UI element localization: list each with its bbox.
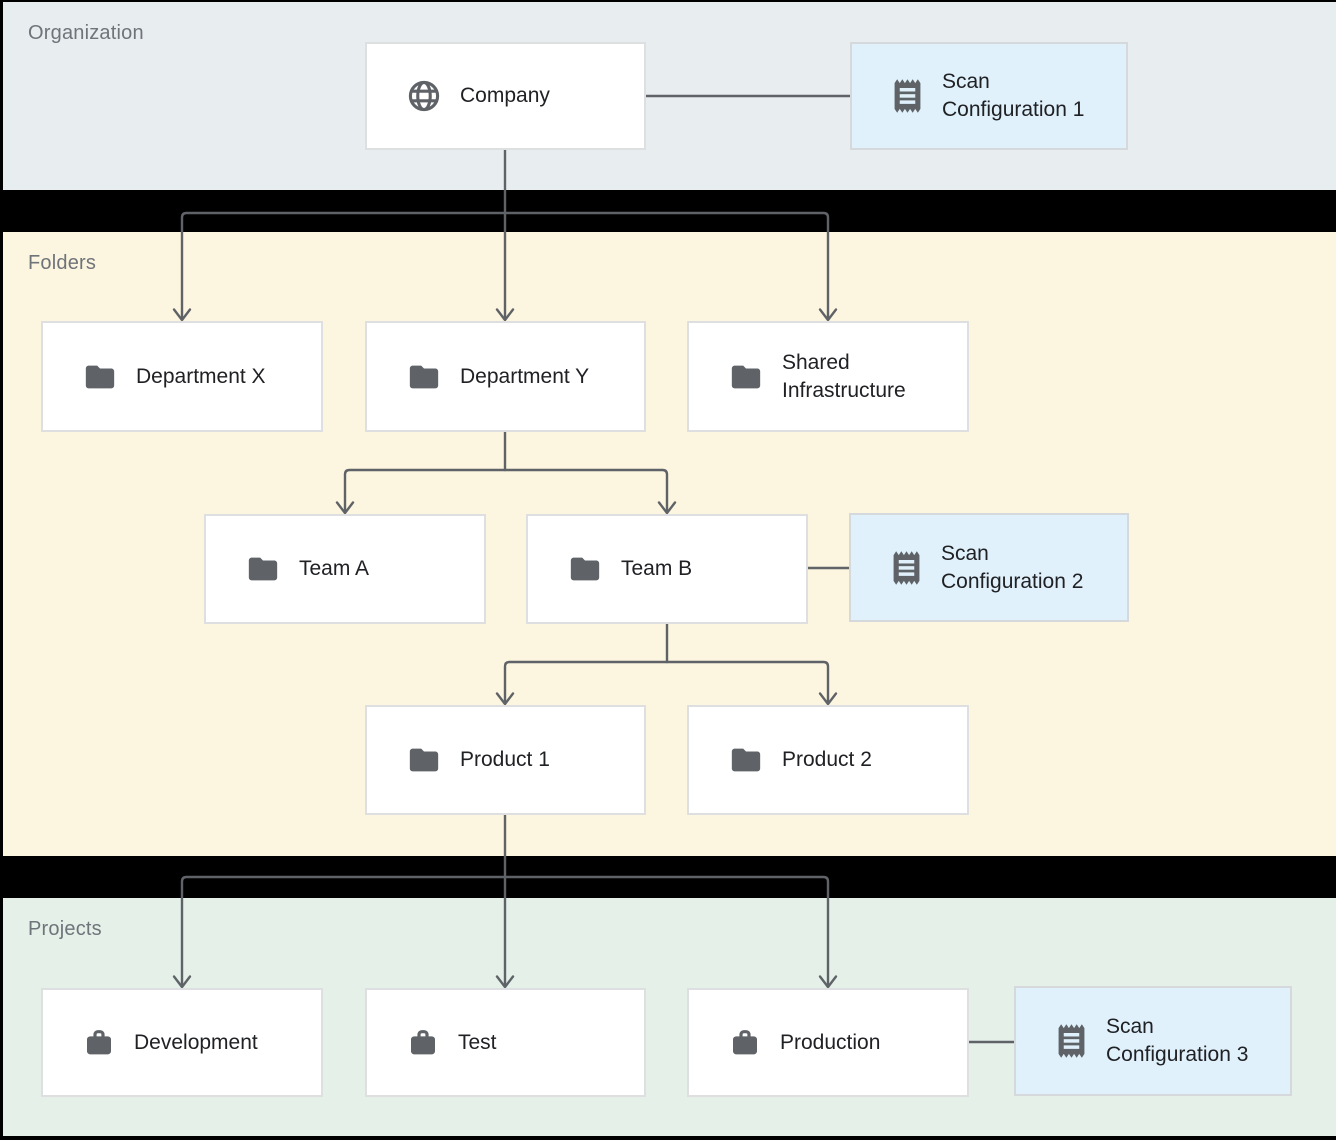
node-product-1: Product 1 bbox=[365, 705, 646, 815]
node-label: Department X bbox=[136, 364, 266, 388]
node-department-y: Department Y bbox=[365, 321, 646, 432]
node-label: Product 2 bbox=[782, 748, 872, 772]
node-scan-configuration-2: Scan Configuration 2 bbox=[849, 513, 1129, 622]
node-test: Test bbox=[365, 988, 646, 1097]
band-organization: Organization bbox=[3, 2, 1336, 190]
node-development: Development bbox=[41, 988, 323, 1097]
node-production: Production bbox=[687, 988, 969, 1097]
node-label: Test bbox=[458, 1030, 497, 1054]
globe-icon bbox=[408, 80, 440, 112]
node-label: Scan Configuration 2 bbox=[941, 541, 1084, 593]
node-shared-infrastructure: Shared Infrastructure bbox=[687, 321, 969, 432]
receipt-icon bbox=[894, 79, 921, 113]
node-label: Company bbox=[460, 84, 550, 108]
node-label: Team B bbox=[621, 557, 693, 581]
folder-icon bbox=[409, 748, 439, 772]
briefcase-icon bbox=[87, 1029, 111, 1054]
node-label: Scan Configuration 3 bbox=[1106, 1015, 1249, 1066]
folder-icon bbox=[731, 365, 761, 388]
briefcase-icon bbox=[411, 1029, 435, 1054]
node-label: Team A bbox=[299, 557, 370, 581]
band-label-organization: Organization bbox=[28, 22, 144, 44]
node-scan-configuration-3: Scan Configuration 3 bbox=[1014, 986, 1292, 1096]
folder-icon bbox=[731, 748, 761, 772]
node-scan-configuration-1: Scan Configuration 1 bbox=[850, 42, 1128, 150]
folder-icon bbox=[248, 557, 278, 581]
node-product-2: Product 2 bbox=[687, 705, 969, 815]
folder-icon bbox=[409, 365, 439, 388]
folder-icon bbox=[570, 557, 600, 581]
folder-icon bbox=[85, 365, 115, 388]
node-team-a: Team A bbox=[204, 514, 486, 624]
node-label: Department Y bbox=[460, 364, 590, 388]
node-team-b: Team B bbox=[526, 514, 808, 624]
receipt-icon bbox=[893, 550, 920, 585]
band-label-projects: Projects bbox=[28, 918, 102, 940]
node-company: Company bbox=[365, 42, 646, 150]
briefcase-icon bbox=[733, 1029, 757, 1054]
node-label: Scan Configuration 1 bbox=[942, 70, 1085, 121]
receipt-icon bbox=[1058, 1024, 1085, 1058]
node-label: Product 1 bbox=[460, 748, 550, 772]
node-label: Production bbox=[780, 1030, 881, 1054]
band-label-folders: Folders bbox=[28, 252, 97, 274]
node-department-x: Department X bbox=[41, 321, 323, 432]
node-label: Shared Infrastructure bbox=[782, 350, 906, 402]
node-label: Development bbox=[134, 1030, 258, 1054]
